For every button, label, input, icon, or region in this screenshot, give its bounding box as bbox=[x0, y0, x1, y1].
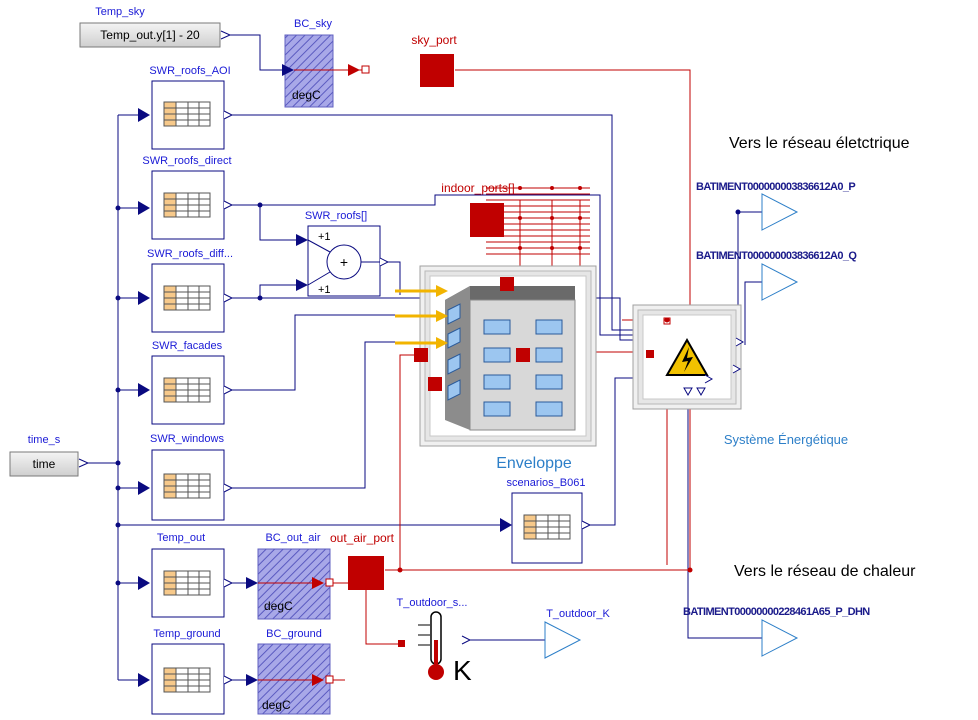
output-p[interactable]: BATIMENT000000003836612A0_P bbox=[696, 181, 856, 231]
enveloppe-label: Enveloppe bbox=[496, 455, 572, 472]
temp-sky-label: Temp_sky bbox=[95, 6, 145, 18]
temp-ground-block[interactable]: Temp_ground bbox=[138, 628, 246, 715]
output-q-label: BATIMENT000000003836612A0_Q bbox=[696, 250, 857, 262]
bc-ground-block[interactable]: BC_ground degC bbox=[246, 628, 334, 715]
bc-out-air-label: BC_out_air bbox=[265, 532, 320, 544]
output-p-dhn-label: BATIMENT00000000228461A65_P_DHN bbox=[683, 606, 870, 618]
enveloppe-block[interactable]: Enveloppe bbox=[414, 265, 597, 472]
bc-sky-block[interactable]: BC_sky degC bbox=[282, 18, 370, 108]
temp-out-label: Temp_out bbox=[157, 532, 205, 544]
indoor-ports[interactable]: indoor_ports[] bbox=[441, 181, 582, 250]
temp-out-block[interactable]: Temp_out bbox=[138, 532, 246, 618]
output-p-label: BATIMENT000000003836612A0_P bbox=[696, 181, 855, 193]
bc-out-air-unit: degC bbox=[264, 599, 293, 613]
table-icon bbox=[163, 192, 211, 218]
t-outdoor-sensor[interactable]: T_outdoor_s... K bbox=[397, 597, 472, 686]
scenarios-label: scenarios_B061 bbox=[507, 477, 586, 489]
time-s-label: time_s bbox=[28, 434, 61, 446]
swr-facades-block[interactable]: SWR_facades bbox=[138, 340, 234, 425]
bc-ground-label: BC_ground bbox=[266, 628, 322, 640]
output-p-dhn[interactable]: BATIMENT00000000228461A65_P_DHN bbox=[683, 606, 871, 657]
sky-port-label: sky_port bbox=[411, 33, 457, 47]
temp-sky-block[interactable]: Temp_sky Temp_out.y[1] - 20 bbox=[79, 6, 232, 48]
bc-sky-label: BC_sky bbox=[294, 18, 332, 30]
t-outdoor-unit: K bbox=[453, 655, 472, 686]
table-icon bbox=[163, 570, 211, 596]
sum-k2: +1 bbox=[318, 284, 331, 296]
time-s-block[interactable]: time_s time bbox=[9, 434, 90, 477]
swr-facades-label: SWR_facades bbox=[152, 340, 223, 352]
swr-windows-label: SWR_windows bbox=[150, 433, 224, 445]
systeme-label: Système Énergétique bbox=[724, 432, 848, 447]
sky-port[interactable]: sky_port bbox=[411, 33, 457, 87]
swr-roofs-diff-label: SWR_roofs_diff... bbox=[147, 248, 233, 260]
systeme-energetique-block[interactable]: Système Énergétique bbox=[632, 304, 848, 447]
thermometer-icon bbox=[418, 611, 444, 680]
temp-ground-label: Temp_ground bbox=[153, 628, 220, 640]
t-outdoor-k-output[interactable]: T_outdoor_K bbox=[544, 608, 610, 659]
swr-roofs-diff-block[interactable]: SWR_roofs_diff... bbox=[138, 248, 234, 333]
building-icon bbox=[445, 286, 576, 431]
electric-hazard-icon bbox=[665, 337, 709, 376]
sum-op: + bbox=[340, 254, 348, 270]
bc-out-air-block[interactable]: BC_out_air degC bbox=[246, 532, 334, 620]
heat-wires bbox=[330, 69, 691, 681]
temp-sky-expr: Temp_out.y[1] - 20 bbox=[100, 28, 200, 42]
junction-dots bbox=[115, 202, 741, 586]
sum-k1: +1 bbox=[318, 231, 331, 243]
scenarios-block[interactable]: scenarios_B061 bbox=[500, 477, 592, 564]
table-icon bbox=[163, 667, 211, 693]
annotation-reseau-chaleur: Vers le réseau de chaleur bbox=[734, 563, 916, 580]
swr-roofs-aoi-block[interactable]: SWR_roofs_AOI bbox=[138, 65, 234, 150]
swr-roofs-direct-block[interactable]: SWR_roofs_direct bbox=[138, 155, 234, 240]
swr-roofs-aoi-label: SWR_roofs_AOI bbox=[149, 65, 230, 77]
solar-arrows bbox=[395, 285, 448, 349]
table-icon bbox=[163, 473, 211, 499]
table-icon bbox=[163, 285, 211, 311]
swr-windows-block[interactable]: SWR_windows bbox=[138, 433, 234, 521]
bc-ground-unit: degC bbox=[262, 698, 291, 712]
table-icon bbox=[163, 377, 211, 403]
swr-roofs-sum-label: SWR_roofs[] bbox=[305, 210, 367, 222]
swr-roofs-sum-block[interactable]: SWR_roofs[] + +1 +1 bbox=[296, 210, 390, 297]
out-air-port-label: out_air_port bbox=[330, 531, 395, 545]
output-q[interactable]: BATIMENT000000003836612A0_Q bbox=[696, 250, 858, 301]
time-s-value: time bbox=[33, 457, 56, 471]
swr-roofs-direct-label: SWR_roofs_direct bbox=[142, 155, 231, 167]
annotation-reseau-elec: Vers le réseau életctrique bbox=[729, 135, 910, 152]
out-air-port[interactable]: out_air_port bbox=[330, 531, 395, 590]
t-outdoor-sensor-label: T_outdoor_s... bbox=[397, 597, 468, 609]
bc-sky-unit: degC bbox=[292, 88, 321, 102]
table-icon bbox=[523, 514, 571, 540]
indoor-ports-label: indoor_ports[] bbox=[441, 181, 514, 195]
table-icon bbox=[163, 101, 211, 127]
t-outdoor-k-label: T_outdoor_K bbox=[546, 608, 610, 620]
